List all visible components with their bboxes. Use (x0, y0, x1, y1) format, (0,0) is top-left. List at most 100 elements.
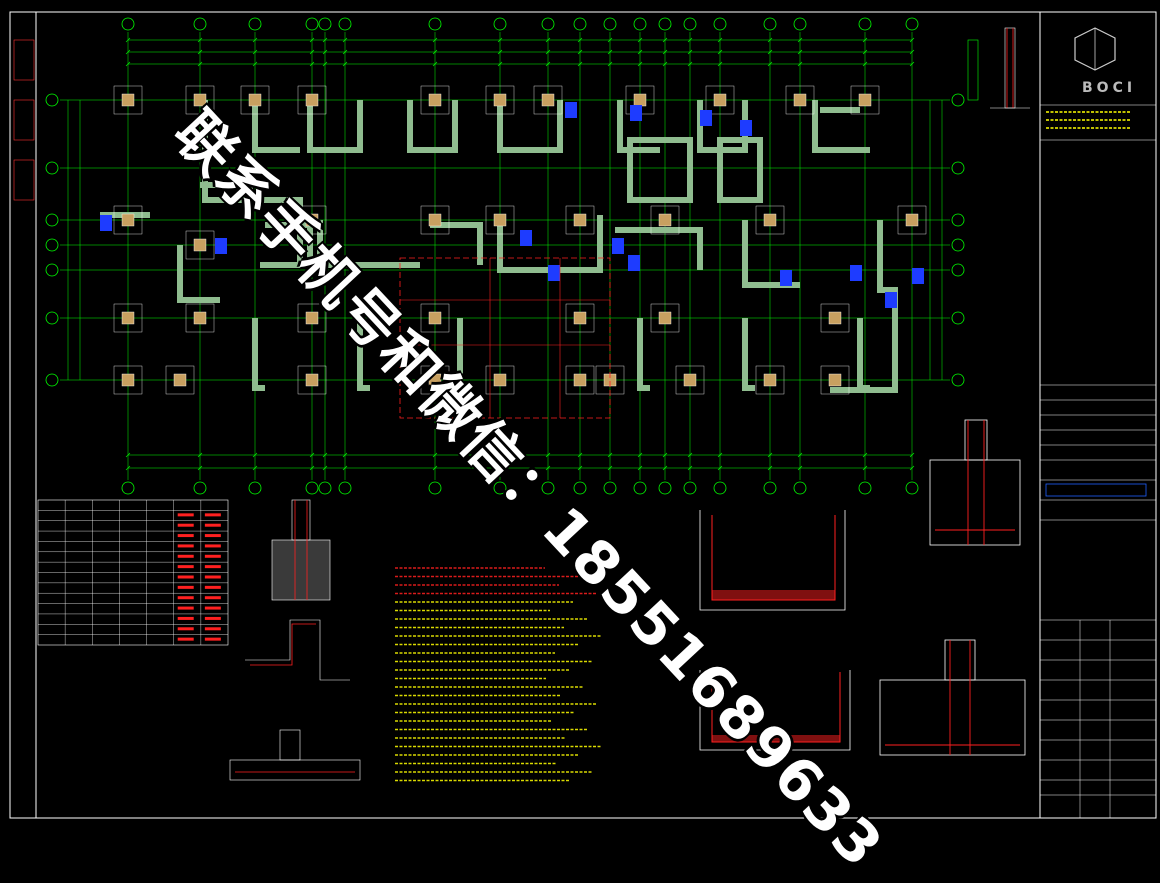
pile-cap-outline (820, 303, 850, 333)
table-red-cell-mark (204, 627, 221, 631)
detail-strip (229, 729, 361, 781)
table-red-cell-mark (177, 606, 194, 610)
blue-hatch (700, 110, 712, 126)
blue-hatch (780, 270, 792, 286)
dimension-tick (197, 465, 203, 471)
axis-bubble-top (573, 17, 587, 31)
dimension-tick (497, 452, 503, 458)
pile-cap-outline (533, 85, 563, 115)
dimension-tick (322, 49, 328, 55)
dimension-tick (545, 465, 551, 471)
column-block (763, 213, 777, 227)
column-block (493, 373, 507, 387)
table-red-cell-mark (204, 575, 221, 579)
blue-hatch (612, 238, 624, 254)
dimension-tick (797, 452, 803, 458)
dimension-tick (662, 37, 668, 43)
pile-cap-outline (650, 205, 680, 235)
axis-bubble-top (493, 17, 507, 31)
column-block (713, 93, 727, 107)
dimension-tick (717, 465, 723, 471)
dimension-tick (797, 61, 803, 67)
column-block (573, 311, 587, 325)
section-pit-a (699, 510, 846, 611)
axis-bubble-bottom (763, 481, 777, 495)
dimension-tick (322, 465, 328, 471)
dimension-tick (637, 465, 643, 471)
pile-cap-outline (165, 365, 195, 395)
axis-bubble-left (45, 263, 59, 277)
dimension-tick (909, 452, 915, 458)
axis-bubble-left (45, 213, 59, 227)
column-block (121, 311, 135, 325)
column-plan (113, 85, 927, 395)
table-red-cell-mark (204, 606, 221, 610)
axis-bubble-top (193, 17, 207, 31)
axis-bubble-bottom (658, 481, 672, 495)
dimension-tick (342, 465, 348, 471)
detail-step-foundation (245, 619, 350, 681)
wall-segment (637, 318, 650, 391)
column-block (428, 311, 442, 325)
axis-grid (45, 17, 965, 495)
wall-segment (357, 318, 370, 391)
table-red-cell-mark (177, 565, 194, 569)
axis-bubble-top (603, 17, 617, 31)
dimension-tick (197, 61, 203, 67)
dimension-tick (497, 49, 503, 55)
dimension-tick (909, 61, 915, 67)
dimension-tick (637, 61, 643, 67)
dimension-tick (767, 61, 773, 67)
wall-segment (812, 100, 870, 153)
column-block (305, 311, 319, 325)
table-red-cell-mark (204, 616, 221, 620)
blue-hatch (520, 230, 532, 246)
pile-cap-outline (113, 205, 143, 235)
dimension-tick (125, 61, 131, 67)
company-logo-text: BOCI (1082, 80, 1137, 96)
axis-bubble-right (951, 161, 965, 175)
column-block (658, 311, 672, 325)
section-pit-b (699, 670, 851, 751)
dimension-tick (662, 61, 668, 67)
dimension-tick (497, 61, 503, 67)
table-red-cell-mark (177, 554, 194, 558)
axis-bubble-bottom (633, 481, 647, 495)
axis-bubble-right (951, 93, 965, 107)
axis-bubble-left (45, 238, 59, 252)
dimension-tick (637, 49, 643, 55)
dimension-tick (607, 37, 613, 43)
table-red-cell-mark (204, 534, 221, 538)
table-red-cell-mark (177, 596, 194, 600)
pile-cap-outline (420, 205, 450, 235)
axis-bubble-top (763, 17, 777, 31)
dimension-tick (767, 37, 773, 43)
pile-cap-outline (297, 365, 327, 395)
dimension-tick (545, 37, 551, 43)
wall-segment (252, 318, 265, 391)
axis-bubble-top (858, 17, 872, 31)
dimension-tick (607, 465, 613, 471)
dimension-tick (717, 452, 723, 458)
blue-hatch (885, 292, 897, 308)
table-red-cell-mark (177, 534, 194, 538)
detail-top-right (967, 27, 1030, 109)
dimension-tick (862, 49, 868, 55)
column-block (793, 93, 807, 107)
dimension-tick (252, 49, 258, 55)
wall-segment (742, 318, 755, 391)
dimension-tick (607, 452, 613, 458)
axis-bubble-left (45, 311, 59, 325)
pile-cap-outline (485, 365, 515, 395)
dimension-tick (717, 37, 723, 43)
pile-cap-outline (675, 365, 705, 395)
axis-bubble-left (45, 373, 59, 387)
dimension-tick (662, 465, 668, 471)
axis-bubble-right (951, 373, 965, 387)
pile-cap-outline (297, 303, 327, 333)
blue-hatch (100, 215, 112, 231)
blue-hatch (215, 238, 227, 254)
dimension-tick (687, 37, 693, 43)
column-block (121, 93, 135, 107)
left-margin-stamps (13, 39, 35, 201)
